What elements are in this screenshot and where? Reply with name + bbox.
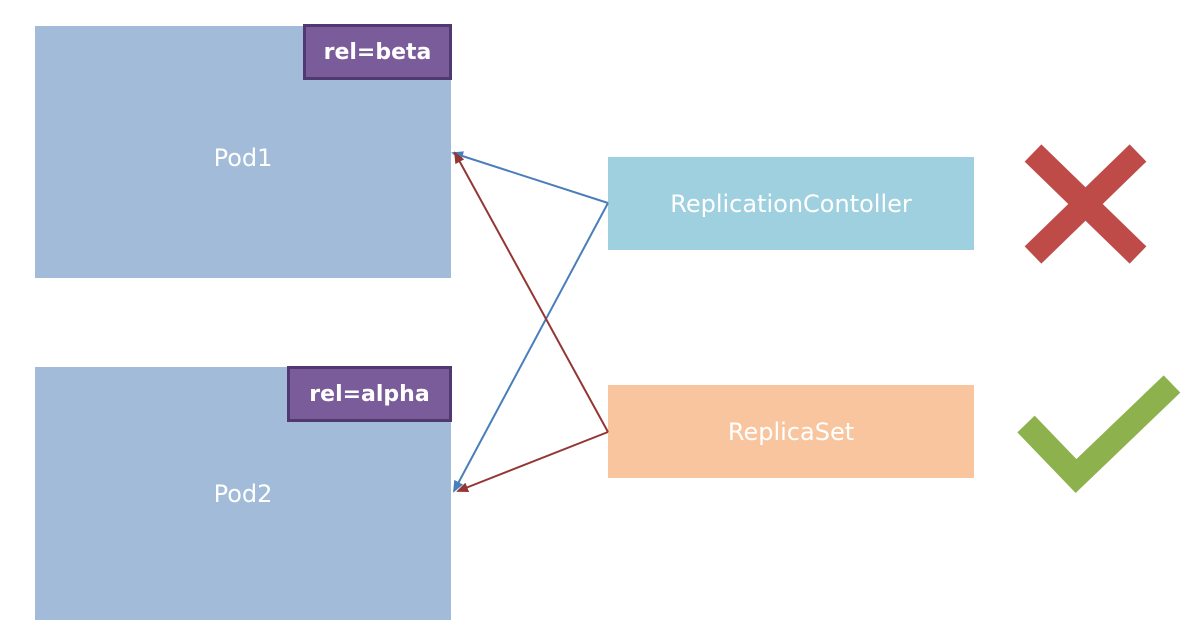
rs-to-pod2-arrow	[456, 431, 609, 492]
rc-to-pod1-arrow	[451, 151, 609, 204]
rs-to-pod1-arrow	[454, 151, 609, 433]
replica-set-label: ReplicaSet	[727, 417, 855, 446]
rc-to-pod2-arrow	[453, 202, 609, 493]
pod2-label-tag: rel=alpha	[287, 366, 452, 422]
pod2-label: Pod2	[213, 480, 273, 508]
check-icon	[1017, 375, 1181, 493]
cross-icon	[1024, 144, 1147, 264]
replication-controller-label: ReplicationContoller	[670, 189, 912, 218]
replication-controller-box: ReplicationContoller	[608, 157, 974, 250]
replica-set-box: ReplicaSet	[608, 385, 974, 478]
pod1-label-tag: rel=beta	[303, 24, 452, 80]
pod1-label: Pod1	[213, 144, 273, 172]
